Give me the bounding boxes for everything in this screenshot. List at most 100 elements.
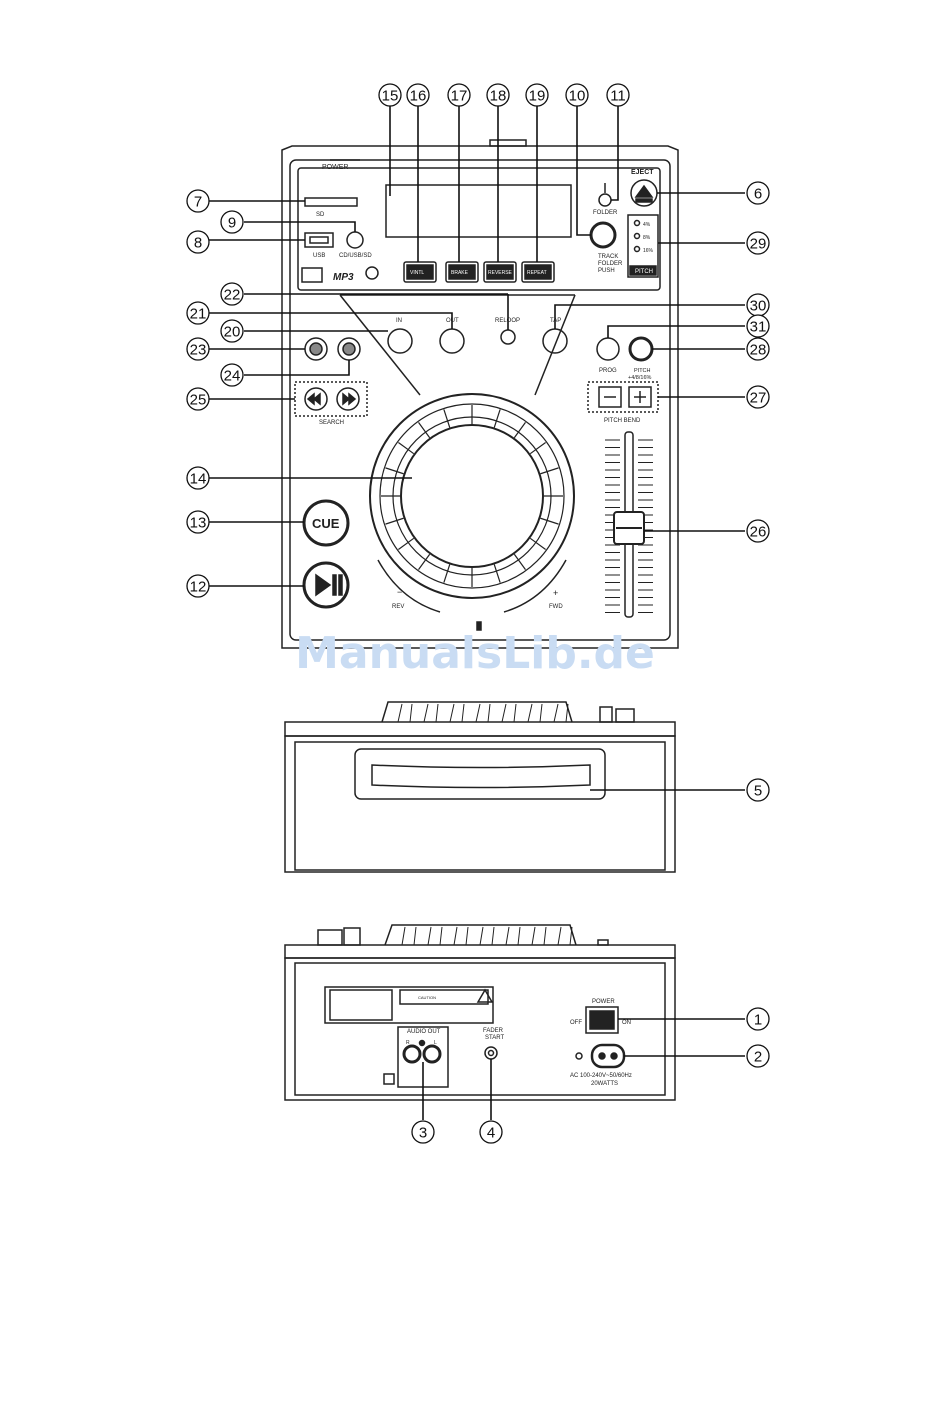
callout-number: 19	[529, 88, 546, 105]
panel-text: POWER SD USB CD/USB/SD FOLDER EJECT TRAC…	[312, 164, 654, 1087]
repeat-button[interactable]	[521, 261, 555, 283]
top-edge-tab	[489, 139, 527, 147]
jog-segment-divider	[540, 467, 559, 475]
tap-button[interactable]	[542, 328, 568, 354]
pitch-range-label: PITCH+4/8/16%	[628, 368, 652, 381]
jog-segment-divider	[385, 517, 404, 525]
callout-22: 22	[220, 282, 244, 306]
callout-31: 31	[746, 314, 770, 338]
callout-7: 7	[186, 189, 210, 213]
prog-button[interactable]	[596, 337, 620, 361]
callout-16: 16	[406, 83, 430, 107]
jog-ridge	[479, 926, 495, 946]
callout-1: 1	[746, 1007, 770, 1031]
reloop-button[interactable]	[500, 329, 516, 345]
callout-number: 8	[194, 235, 202, 252]
prog-label: PROG	[599, 368, 617, 374]
callout-number: 11	[610, 88, 626, 105]
track-folder-knob[interactable]	[589, 221, 617, 249]
audio-out-l-jack[interactable]	[422, 1044, 442, 1064]
pitch-bend-minus-button[interactable]	[598, 386, 622, 408]
jog-wheel-segments	[381, 405, 563, 587]
watts-label: 20WATTS	[591, 1081, 618, 1087]
pitch-fader[interactable]	[605, 431, 653, 618]
callout-number: 12	[190, 579, 207, 596]
jog-ridge	[475, 703, 491, 723]
cd-slot-bezel	[354, 748, 606, 800]
brake-button[interactable]	[445, 261, 479, 283]
jog-segment-divider	[529, 537, 546, 550]
sd-slot[interactable]	[304, 197, 358, 207]
jog-segment-divider	[493, 409, 501, 428]
ac-inlet[interactable]	[590, 1043, 626, 1069]
usb-label: USB	[313, 253, 325, 259]
audio-out-r-jack[interactable]	[402, 1044, 422, 1064]
track-label: TRACK	[598, 254, 618, 260]
folder-button[interactable]	[598, 193, 612, 207]
audio-r-label: R	[406, 1040, 410, 1046]
callout-number: 1	[754, 1012, 762, 1029]
fader-start-jack[interactable]	[484, 1046, 498, 1060]
callout-13: 13	[186, 510, 210, 534]
cd-usb-sd-label: CD/USB/SD	[339, 253, 372, 259]
jog-segment-divider	[493, 564, 501, 583]
callout-number: 31	[750, 319, 767, 336]
rear-on-label: ON	[622, 1020, 631, 1026]
callout-number: 2	[754, 1049, 762, 1066]
cue-label: CUE	[312, 516, 340, 531]
callout-number: 14	[190, 471, 207, 488]
vintl-button[interactable]	[403, 261, 437, 283]
callout-19: 19	[525, 83, 549, 107]
front-view	[284, 701, 676, 873]
power-switch[interactable]	[585, 1006, 619, 1034]
in-button[interactable]	[387, 328, 413, 354]
usb-port[interactable]	[304, 232, 334, 248]
search-forward-button[interactable]	[336, 387, 360, 411]
rear-body	[284, 957, 676, 1101]
jog-segment-divider	[398, 537, 415, 550]
jog-ridge	[397, 703, 413, 723]
callout-6: 6	[746, 181, 770, 205]
play-pause-button[interactable]	[302, 561, 350, 609]
callout-number: 28	[750, 342, 767, 359]
callout-number: 17	[451, 88, 468, 105]
top-body-inner	[289, 159, 671, 641]
cd-usb-sd-button[interactable]	[346, 231, 364, 249]
rear-power-label: POWER	[592, 999, 615, 1005]
pitch-bend-plus-button[interactable]	[628, 386, 652, 408]
callout-number: 5	[754, 783, 762, 800]
callout-4: 4	[479, 1120, 503, 1144]
top-body-outline	[281, 145, 679, 649]
rev-label: REV	[392, 604, 404, 610]
callout-20: 20	[220, 319, 244, 343]
pitch-16-label: 16%	[643, 248, 654, 254]
callout-11: 11	[606, 83, 630, 107]
cd-slot[interactable]	[371, 764, 591, 789]
reverse-button[interactable]	[483, 261, 517, 283]
pitch-8-label: 8%	[643, 235, 651, 241]
callout-29: 29	[746, 231, 770, 255]
pitch-range-button[interactable]	[628, 336, 654, 362]
class2-symbol	[383, 1073, 395, 1085]
sd-label: SD	[316, 212, 325, 218]
front-top-rim	[284, 721, 676, 737]
search-rewind-button[interactable]	[304, 387, 328, 411]
search-group	[294, 381, 368, 417]
callout-14: 14	[186, 466, 210, 490]
out-button[interactable]	[439, 328, 465, 354]
mp3-logo: MP3	[333, 272, 354, 283]
callout-number: 6	[754, 186, 762, 203]
jog-ridge	[557, 926, 573, 946]
pitch-bend-label: PITCH BEND	[604, 418, 641, 424]
top-view	[281, 139, 679, 649]
upper-panel	[297, 167, 661, 291]
callout-number: 15	[382, 88, 399, 105]
jog-wheel[interactable]	[369, 393, 575, 599]
push-label: PUSH	[598, 268, 615, 274]
cue-button[interactable]	[302, 499, 350, 547]
callout-number: 20	[224, 324, 241, 341]
callout-25: 25	[186, 387, 210, 411]
callout-18: 18	[486, 83, 510, 107]
callout-number: 13	[190, 515, 207, 532]
